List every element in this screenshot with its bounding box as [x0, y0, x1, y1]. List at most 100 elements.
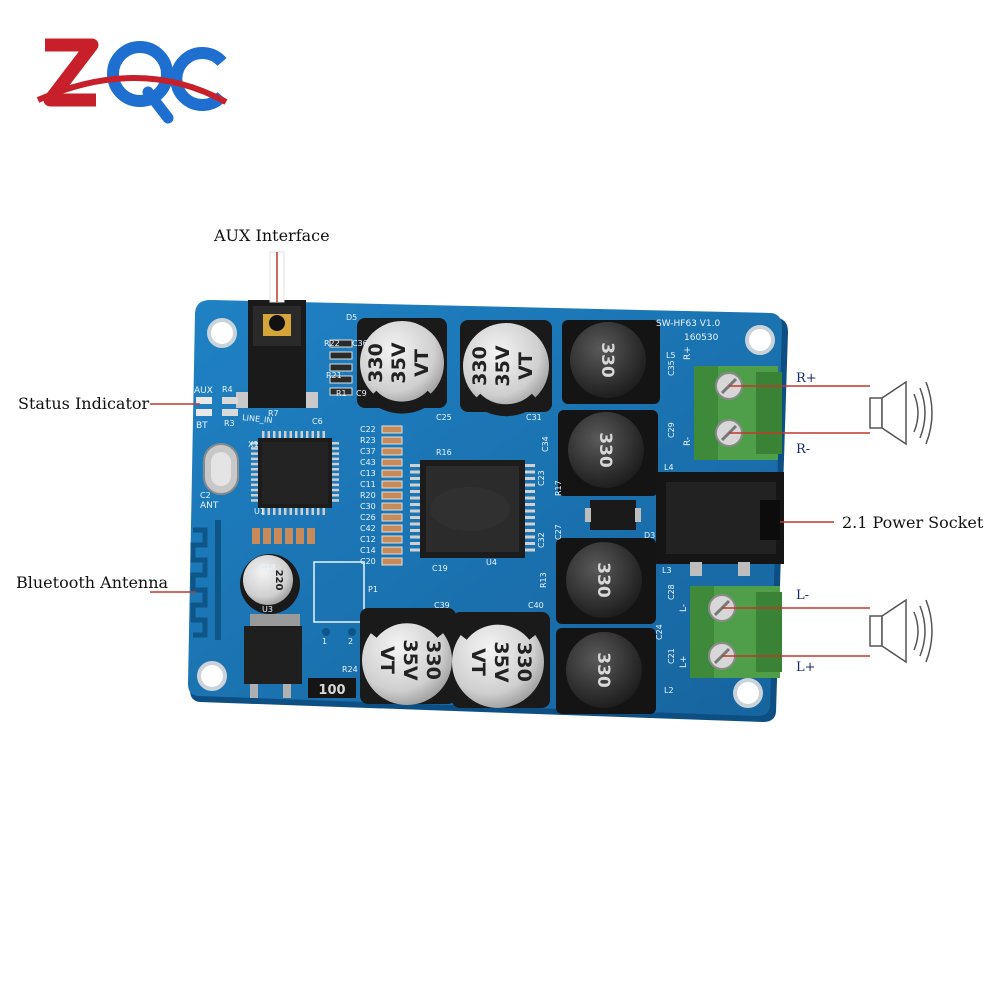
- chip-pin: [267, 431, 270, 438]
- ref-c39: C39: [434, 601, 450, 610]
- smd-component: [252, 528, 260, 544]
- smd-component: [263, 528, 271, 544]
- header-p1: [313, 561, 365, 636]
- smd-component: [381, 480, 403, 489]
- ref-c40: C40: [528, 601, 544, 610]
- cap-large-series: VT: [411, 349, 433, 377]
- ref-c27: C27: [554, 524, 563, 540]
- chip-pin: [332, 494, 339, 497]
- smd-component: [381, 513, 403, 522]
- chip-pin: [251, 488, 258, 492]
- chip-pin: [525, 542, 535, 545]
- chip-pin: [267, 508, 270, 515]
- chip-pin: [332, 478, 339, 481]
- callout-bluetooth-antenna: Bluetooth Antenna: [16, 573, 169, 592]
- terminal-label-r-plus: R+: [796, 371, 817, 386]
- chip-pin: [317, 431, 320, 438]
- smd-component: [307, 528, 315, 544]
- cap-small-value: 220: [273, 570, 284, 591]
- aux-led-text: AUX: [194, 386, 213, 396]
- chip-u1-pins: [251, 431, 339, 515]
- ref-c19: C19: [432, 564, 448, 573]
- chip-pin: [332, 468, 339, 471]
- ref-r13: R13: [539, 572, 548, 588]
- chip-pin: [311, 508, 314, 515]
- chip-pin: [251, 494, 258, 497]
- aux-jack: [236, 251, 318, 408]
- status-leds: [196, 397, 238, 416]
- ref-c34: C34: [541, 436, 550, 452]
- chip-pin: [525, 496, 535, 500]
- terminal-label-l-plus: L+: [796, 660, 816, 675]
- chip-pin: [410, 503, 420, 506]
- ref-c12: C12: [360, 535, 376, 544]
- chip-pin: [306, 508, 309, 515]
- ref-c21: C21: [667, 648, 676, 664]
- capacitor-c18: 220: [240, 554, 300, 614]
- ref-u3: U3: [262, 605, 273, 614]
- smd-component: [329, 387, 353, 396]
- chip-u4: [420, 460, 525, 558]
- ref-c18: C18: [260, 563, 276, 572]
- ref-c42: C42: [360, 524, 376, 533]
- ref-c31: C31: [526, 413, 542, 422]
- ref-r23: R23: [360, 436, 376, 445]
- callout-power-socket: 2.1 Power Socket: [842, 513, 984, 532]
- power-socket: [656, 472, 784, 576]
- chip-pin: [410, 529, 420, 532]
- chip-pin: [317, 508, 320, 515]
- chip-pin: [410, 542, 420, 545]
- chip-pin: [262, 508, 265, 515]
- inductor-l5: 330: [562, 320, 660, 404]
- cap-large-value: 330: [365, 343, 387, 383]
- cap-large-voltage: 35V: [399, 639, 421, 680]
- chip-pin: [332, 473, 339, 476]
- chip-pin: [525, 529, 535, 532]
- chip-pin: [332, 488, 339, 492]
- ref-c25: C25: [436, 413, 452, 422]
- chip-pin: [332, 452, 339, 455]
- ref-l5: L5: [666, 351, 676, 360]
- bluetooth-antenna-trace: [190, 520, 221, 640]
- speaker-left-icon: [869, 598, 933, 664]
- ref-p1-pin2: 2: [348, 637, 353, 646]
- smd-component: [381, 557, 403, 566]
- chip-pin: [251, 499, 258, 502]
- terminal-label-r-minus: R-: [796, 442, 811, 457]
- chip-pin: [410, 477, 420, 480]
- ref-u1: U1: [254, 507, 265, 516]
- resistor-r24: 100: [308, 678, 356, 698]
- cap-large-voltage: 35V: [490, 641, 512, 682]
- ref-c37: C37: [360, 447, 376, 456]
- speaker-right-icon: [869, 380, 933, 446]
- chip-pin: [332, 462, 339, 466]
- chip-pin: [410, 509, 420, 513]
- ref-c35: C35: [667, 360, 676, 376]
- cap-large-series: VT: [376, 646, 398, 674]
- chip-u4-pins: [410, 464, 535, 552]
- chip-pin: [251, 447, 258, 450]
- cap-large-series: VT: [467, 648, 489, 676]
- ref-c29: C29: [667, 422, 676, 438]
- chip-pin: [289, 508, 292, 515]
- chip-pin: [332, 457, 339, 461]
- terminal-block-left: [690, 586, 782, 678]
- chip-pin: [284, 431, 287, 438]
- ref-c23: C23: [537, 470, 546, 486]
- ref-p1: P1: [368, 585, 378, 594]
- ref-d3: D3: [644, 531, 655, 540]
- cap-large-voltage: 35V: [388, 342, 410, 383]
- inductor-l3: 330: [556, 538, 656, 624]
- chip-pin: [525, 470, 535, 474]
- ref-r24: R24: [342, 665, 358, 674]
- smd-component: [381, 425, 403, 434]
- capacitor-c25: 330 35V VT: [357, 318, 447, 414]
- cap-large-voltage: 35V: [492, 345, 514, 386]
- chip-pin: [251, 452, 258, 455]
- chip-pin: [300, 508, 303, 515]
- smd-component: [381, 546, 403, 555]
- cap-large-value: 330: [422, 640, 444, 680]
- board-date-text: 160530: [684, 333, 719, 343]
